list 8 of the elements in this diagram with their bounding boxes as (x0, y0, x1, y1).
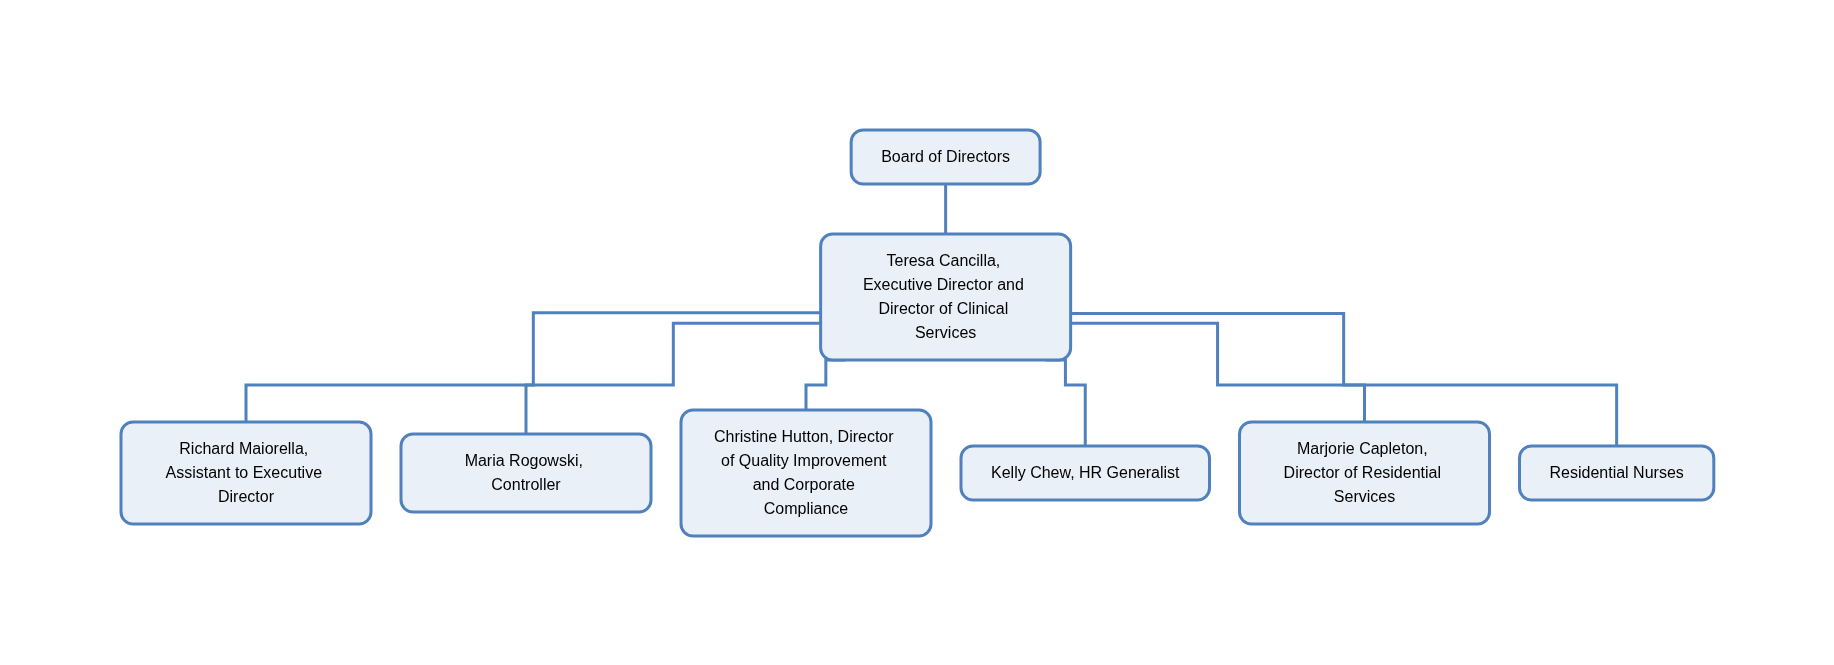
node-box: Kelly Chew, HR Generalist (959, 444, 1211, 501)
node-box: Marjorie Capleton, Director of Residential Services (1237, 420, 1491, 525)
node-box: Richard Maiorella, Assistant to Executive Director (119, 420, 373, 525)
node-box: Christine Hutton, Director of Quality Improvement and Corporate Compliance (679, 408, 933, 537)
node-box: Maria Rogowski, Controller (399, 432, 653, 513)
node-box: Board of Directors (849, 128, 1042, 185)
node-box: Teresa Cancilla, Executive Director and Director of Clinical Services (818, 232, 1072, 361)
node-box: Residential Nurses (1517, 444, 1715, 501)
